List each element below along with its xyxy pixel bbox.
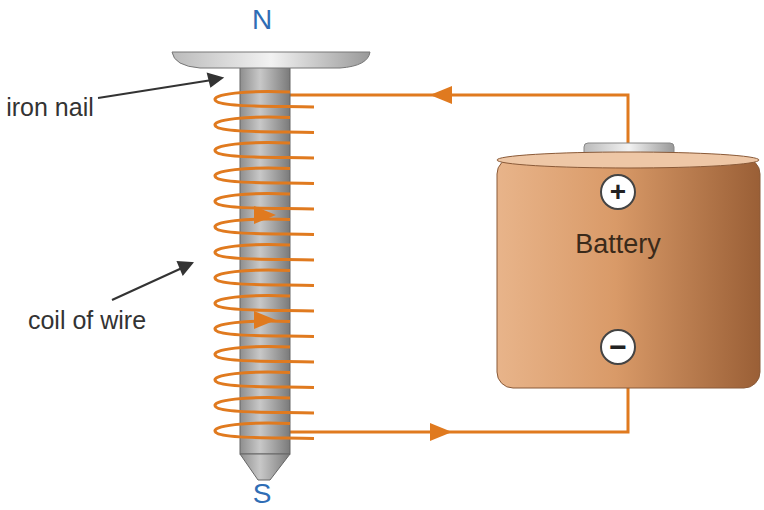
coil-turn: [215, 219, 314, 235]
coil-turn: [215, 142, 314, 158]
coil-turn: [215, 372, 314, 388]
coil-turn: [215, 244, 314, 260]
coil-turn: [215, 270, 314, 286]
pole-label: S: [253, 478, 272, 510]
leader-line: [98, 74, 222, 300]
battery: + Battery −: [497, 158, 760, 388]
current-arrow: [254, 206, 276, 224]
current-arrow: [254, 311, 276, 329]
pole-label: N: [252, 4, 272, 36]
coil-turn: [215, 346, 314, 362]
part-label: iron nail: [4, 93, 96, 122]
terminal-sign: −: [609, 330, 627, 365]
coil-windings: [215, 91, 314, 438]
iron-nail: [172, 52, 370, 480]
coil-turn: [215, 91, 314, 107]
coil-turn: [215, 397, 314, 413]
coil-turn: [215, 117, 314, 133]
battery-label: Battery: [575, 229, 661, 260]
coil-turn: [215, 193, 314, 209]
current-arrow: [430, 86, 452, 104]
current-arrow: [430, 423, 452, 441]
coil-turn: [215, 295, 314, 311]
part-label: coil of wire: [22, 306, 152, 335]
battery-cell: [497, 143, 760, 388]
coil-turn: [215, 168, 314, 184]
coil-turn: [215, 423, 314, 439]
terminal-sign: +: [610, 176, 626, 208]
